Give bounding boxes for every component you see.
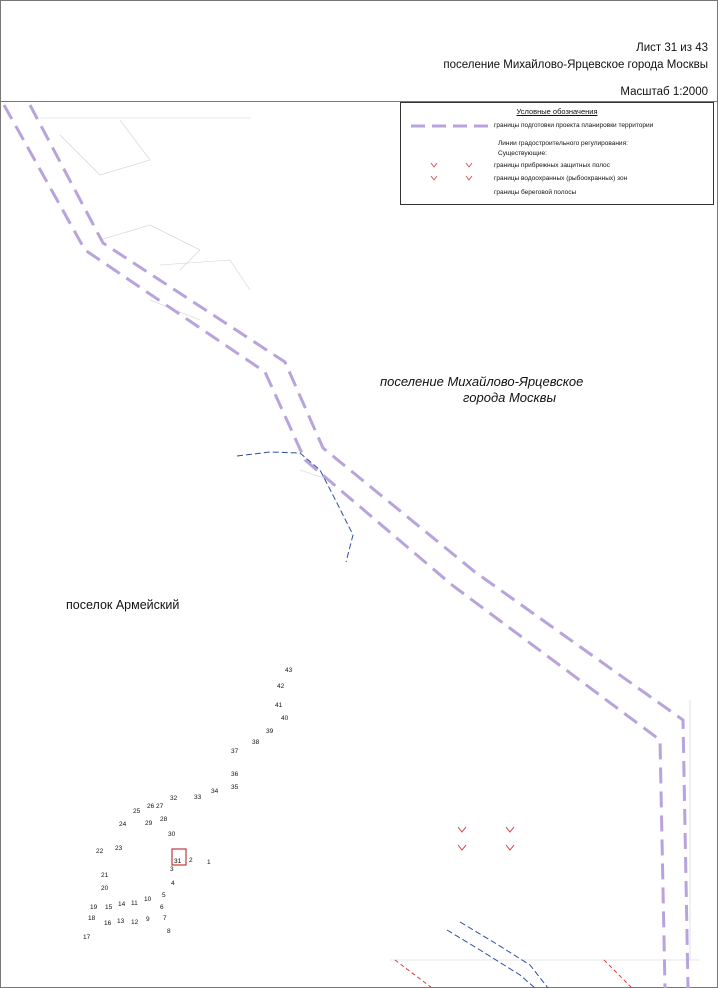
legend-existing: Существующие: <box>498 150 547 157</box>
parcel-number-17: 17 <box>83 934 91 941</box>
parcel-number-36: 36 <box>231 771 239 778</box>
parcel-number-18: 18 <box>88 915 96 922</box>
parcel-number-14: 14 <box>118 901 126 908</box>
parcel-number-5: 5 <box>162 892 166 899</box>
legend-v-swatch-1 <box>430 162 438 168</box>
legend-title: Условные обозначения <box>516 107 598 116</box>
parcel-number-16: 16 <box>104 920 112 927</box>
parcel-number-4: 4 <box>171 880 175 887</box>
parcel-number-41: 41 <box>275 702 283 709</box>
red-regulation-line <box>394 959 633 988</box>
parcel-number-30: 30 <box>168 831 176 838</box>
scale-label: Масштаб 1:2000 <box>620 86 708 98</box>
mikhailovo-label-line2: города Москвы <box>463 390 557 405</box>
parcel-number-15: 15 <box>105 904 113 911</box>
parcel-number-11: 11 <box>131 900 138 907</box>
planning-boundary-line <box>2 104 690 988</box>
parcel-number-23: 23 <box>115 845 123 852</box>
legend-regulation-lines: Линии градостроительного регулирования: <box>498 140 628 147</box>
legend-shoreline: границы береговой полосы <box>494 189 577 196</box>
parcel-number-2: 2 <box>189 857 193 864</box>
parcel-number-33: 33 <box>194 794 202 801</box>
parcel-number-12: 12 <box>131 919 139 926</box>
highlighted-parcel-number: 31 <box>174 858 182 865</box>
red-v-marks <box>457 826 515 851</box>
sheet-settlement-title: поселение Михайлово-Ярцевское города Мос… <box>443 59 708 71</box>
parcel-number-32: 32 <box>170 795 178 802</box>
parcel-number-38: 38 <box>252 739 260 746</box>
parcel-number-43: 43 <box>285 667 293 674</box>
parcel-number-3: 3 <box>170 866 174 873</box>
background-survey-lines <box>40 117 700 961</box>
water-boundary-line <box>236 451 549 988</box>
parcel-number-24: 24 <box>119 821 127 828</box>
parcel-number-21: 21 <box>101 872 109 879</box>
legend-v-swatch-3 <box>430 175 438 181</box>
parcel-number-40: 40 <box>281 715 289 722</box>
legend-box: Условные обозначения границы подготовки … <box>400 102 714 205</box>
parcel-number-27: 27 <box>156 803 164 810</box>
parcel-number-13: 13 <box>117 918 125 925</box>
legend-symbols <box>411 124 491 181</box>
highlighted-parcel-31 <box>171 848 187 866</box>
parcel-number-39: 39 <box>266 728 274 735</box>
parcel-number-37: 37 <box>231 748 239 755</box>
parcel-number-1: 1 <box>207 859 211 866</box>
parcel-number-9: 9 <box>146 916 150 923</box>
parcel-number-28: 28 <box>160 816 168 823</box>
armeisky-label: поселок Армейский <box>66 598 180 612</box>
legend-planning-boundary: границы подготовки проекта планировки те… <box>494 122 654 129</box>
legend-v-swatch-4 <box>465 175 473 181</box>
mikhailovo-label-line1: поселение Михайлово-Ярцевское <box>380 374 584 389</box>
parcel-number-42: 42 <box>277 683 285 690</box>
parcel-number-29: 29 <box>145 820 153 827</box>
parcel-number-7: 7 <box>163 915 167 922</box>
header-divider <box>0 101 718 102</box>
parcel-number-25: 25 <box>133 808 141 815</box>
legend-water-protection: границы водоохранных (рыбоохранных) зон <box>494 175 628 182</box>
parcel-number-35: 35 <box>231 784 239 791</box>
legend-v-swatch-2 <box>465 162 473 168</box>
parcel-number-6: 6 <box>160 904 164 911</box>
sheet-number: Лист 31 из 43 <box>636 42 708 54</box>
parcel-number-20: 20 <box>101 885 109 892</box>
parcel-number-26: 26 <box>147 803 155 810</box>
parcel-number-10: 10 <box>144 896 152 903</box>
parcel-number-8: 8 <box>167 928 171 935</box>
legend-coastal-protection: границы прибрежных защитных полос <box>494 162 610 169</box>
parcel-number-19: 19 <box>90 904 98 911</box>
parcel-number-34: 34 <box>211 788 219 795</box>
parcel-number-22: 22 <box>96 848 104 855</box>
